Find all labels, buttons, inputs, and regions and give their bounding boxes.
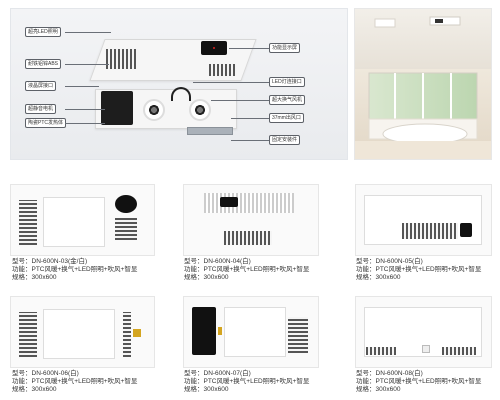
- bathroom-scene-image: [354, 8, 492, 160]
- product-2-spec: 规格：300x600: [184, 274, 229, 281]
- bathroom-scene-illustration: [355, 9, 491, 159]
- product-5-model: 型号：DN-600N-07(白): [184, 370, 251, 377]
- product-3-model: 型号：DN-600N-05(白): [356, 258, 423, 265]
- product-4-vent-left: [19, 312, 37, 357]
- vent-grill-right: [209, 64, 237, 76]
- product-4-model: 型号：DN-600N-06(白): [12, 370, 79, 377]
- vent-grill-left: [106, 49, 136, 69]
- callout-led-display: 超亮LED照明: [25, 27, 61, 37]
- callout-screen-leader: [229, 48, 269, 49]
- product-image-5: [183, 296, 319, 368]
- product-exploded-diagram: 超亮LED照明 耐铁铝锌ABS 液晶屏接口 超静音电机 陶瓷PTC发热体 功能显…: [10, 8, 348, 160]
- product-image-2: [183, 184, 319, 256]
- callout-fan-leader: [211, 100, 269, 101]
- product-4-vent-right: [123, 312, 131, 357]
- product-5-function: 功能：PTC风暖+换气+LED照明+吹风+智显: [184, 378, 310, 385]
- mount-bracket: [187, 127, 233, 135]
- callout-screen: 功能显示屏: [269, 43, 301, 53]
- product-image-1: [10, 184, 155, 256]
- callout-motor-leader: [65, 109, 105, 110]
- product-6-spec: 规格：300x600: [356, 386, 401, 393]
- product-1-vent-right: [115, 218, 137, 240]
- callout-ac-port-leader: [65, 86, 99, 87]
- product-1-spec: 规格：300x600: [12, 274, 57, 281]
- callout-outlet-leader: [231, 118, 269, 119]
- wire-harness: [171, 87, 191, 101]
- product-5-black-vent: [192, 307, 216, 355]
- callout-ptc-leader: [65, 123, 105, 124]
- product-6-grill-right: [442, 347, 476, 355]
- product-6-function: 功能：PTC风暖+换气+LED照明+吹风+智显: [356, 378, 482, 385]
- product-3-grill: [402, 223, 458, 239]
- callout-fan: 超大换气风机: [269, 95, 306, 105]
- fan-left-icon: [143, 99, 165, 121]
- product-2-screen: [220, 197, 238, 207]
- product-caption-4: 型号：DN-600N-06(白) 功能：PTC风暖+换气+LED照明+吹风+智显…: [12, 370, 137, 394]
- product-3-spec: 规格：300x600: [356, 274, 401, 281]
- product-2-top-vent: [204, 193, 294, 213]
- callout-ptc: 陶瓷PTC发热体: [25, 118, 67, 128]
- product-2-function: 功能：PTC风暖+换气+LED照明+吹风+智显: [184, 266, 310, 273]
- product-1-vent-left: [19, 200, 37, 245]
- callout-mirror-abs-leader: [65, 64, 109, 65]
- callout-bracket: 固定安装件: [269, 135, 301, 145]
- product-4-spec: 规格：300x600: [12, 386, 57, 393]
- callout-led-port-leader: [193, 82, 269, 83]
- product-caption-5: 型号：DN-600N-07(白) 功能：PTC风暖+换气+LED照明+吹风+智显…: [184, 370, 309, 394]
- callout-motor: 超静音电机: [25, 104, 57, 114]
- product-3-function: 功能：PTC风暖+换气+LED照明+吹风+智显: [356, 266, 482, 273]
- product-caption-2: 型号：DN-600N-04(白) 功能：PTC风暖+换气+LED照明+吹风+智显…: [184, 258, 309, 282]
- product-1-light-panel: [43, 197, 105, 247]
- callout-ac-port: 液晶屏接口: [25, 81, 57, 91]
- product-image-4: [10, 296, 155, 368]
- product-caption-3: 型号：DN-600N-05(白) 功能：PTC风暖+换气+LED照明+吹风+智显…: [356, 258, 481, 282]
- product-5-spec: 规格：300x600: [184, 386, 229, 393]
- product-4-badge: [133, 329, 141, 337]
- product-1-model: 型号：DN-600N-03(金/白): [12, 258, 88, 265]
- product-5-vent-right: [288, 317, 308, 353]
- product-caption-6: 型号：DN-600N-08(白) 功能：PTC风暖+换气+LED照明+吹风+智显…: [356, 370, 481, 394]
- screen-indicator: [213, 47, 215, 49]
- callout-mirror-abs: 耐铁铝锌ABS: [25, 59, 62, 69]
- product-2-grill: [224, 231, 272, 245]
- product-4-function: 功能：PTC风暖+换气+LED照明+吹风+智显: [12, 378, 138, 385]
- product-6-grill: [366, 347, 396, 355]
- callout-outlet: 37mm出风口: [269, 113, 304, 123]
- product-1-function: 功能：PTC风暖+换气+LED照明+吹风+智显: [12, 266, 138, 273]
- callout-led-port: LED灯连接口: [269, 77, 305, 87]
- product-caption-1: 型号：DN-600N-03(金/白) 功能：PTC风暖+换气+LED照明+吹风+…: [12, 258, 137, 282]
- product-5-indicator: [218, 327, 222, 335]
- product-5-light-panel: [224, 307, 286, 357]
- callout-led-display-leader: [65, 32, 111, 33]
- fan-right-icon: [189, 99, 211, 121]
- callout-bracket-leader: [231, 140, 269, 141]
- product-1-screen: [115, 195, 137, 213]
- product-image-3: [355, 184, 492, 256]
- product-2-model: 型号：DN-600N-04(白): [184, 258, 251, 265]
- product-image-6: [355, 296, 492, 368]
- control-box: [101, 91, 133, 125]
- product-4-light-panel: [43, 309, 115, 359]
- product-6-indicator: [422, 345, 430, 353]
- product-6-model: 型号：DN-600N-08(白): [356, 370, 423, 377]
- product-3-screen: [460, 223, 472, 237]
